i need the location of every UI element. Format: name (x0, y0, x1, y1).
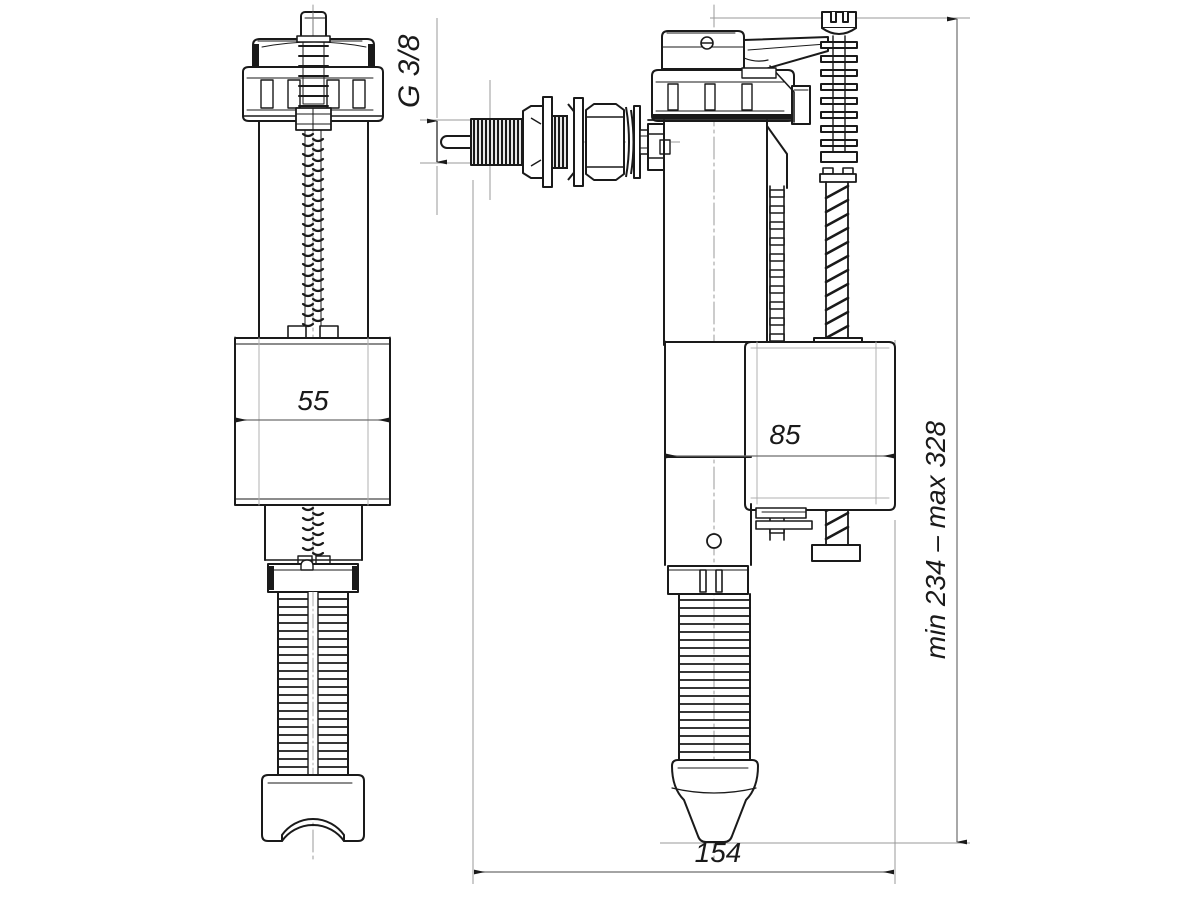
valve-cap-front (242, 38, 384, 122)
dim-thread-g38: G 3/8 (393, 34, 447, 165)
rod-spring (820, 35, 858, 157)
bellows-tube-side (678, 593, 751, 761)
side-view-assembly (647, 4, 896, 863)
outlet-nozzle-side (671, 759, 759, 843)
tube-collar-side (667, 565, 749, 595)
dimension-annotations: G 3/8 55 85 min 234 – max 328 154 (236, 16, 967, 875)
upper-tube-side (663, 119, 788, 346)
lever-arm (661, 30, 829, 72)
dim-label-55: 55 (297, 385, 329, 416)
bellows-tube-front (277, 591, 349, 776)
valve-stem-spring-front (295, 35, 332, 131)
dim-label-thread: G 3/8 (393, 34, 426, 108)
dim-label-154: 154 (695, 837, 742, 868)
dim-85: 85 (666, 419, 894, 459)
upper-tube-front (258, 120, 369, 338)
valve-cap-side (647, 65, 811, 125)
thread-shank (470, 118, 524, 166)
float-body-side (664, 341, 896, 511)
mid-tube-side (664, 456, 813, 566)
dim-label-height: min 234 – max 328 (920, 421, 951, 660)
dim-154: 154 (474, 837, 894, 875)
dim-55: 55 (236, 385, 389, 423)
float-body-front (234, 337, 391, 506)
inlet-connection-detail (440, 96, 680, 188)
tube-collar-front (267, 559, 359, 593)
inlet-boss-side (647, 123, 671, 171)
hex-nut (585, 103, 625, 181)
dim-label-85: 85 (769, 419, 801, 450)
dim-overall-height: min 234 – max 328 (920, 16, 967, 845)
threaded-rod-front (301, 129, 325, 331)
outlet-foot-front (261, 774, 365, 842)
